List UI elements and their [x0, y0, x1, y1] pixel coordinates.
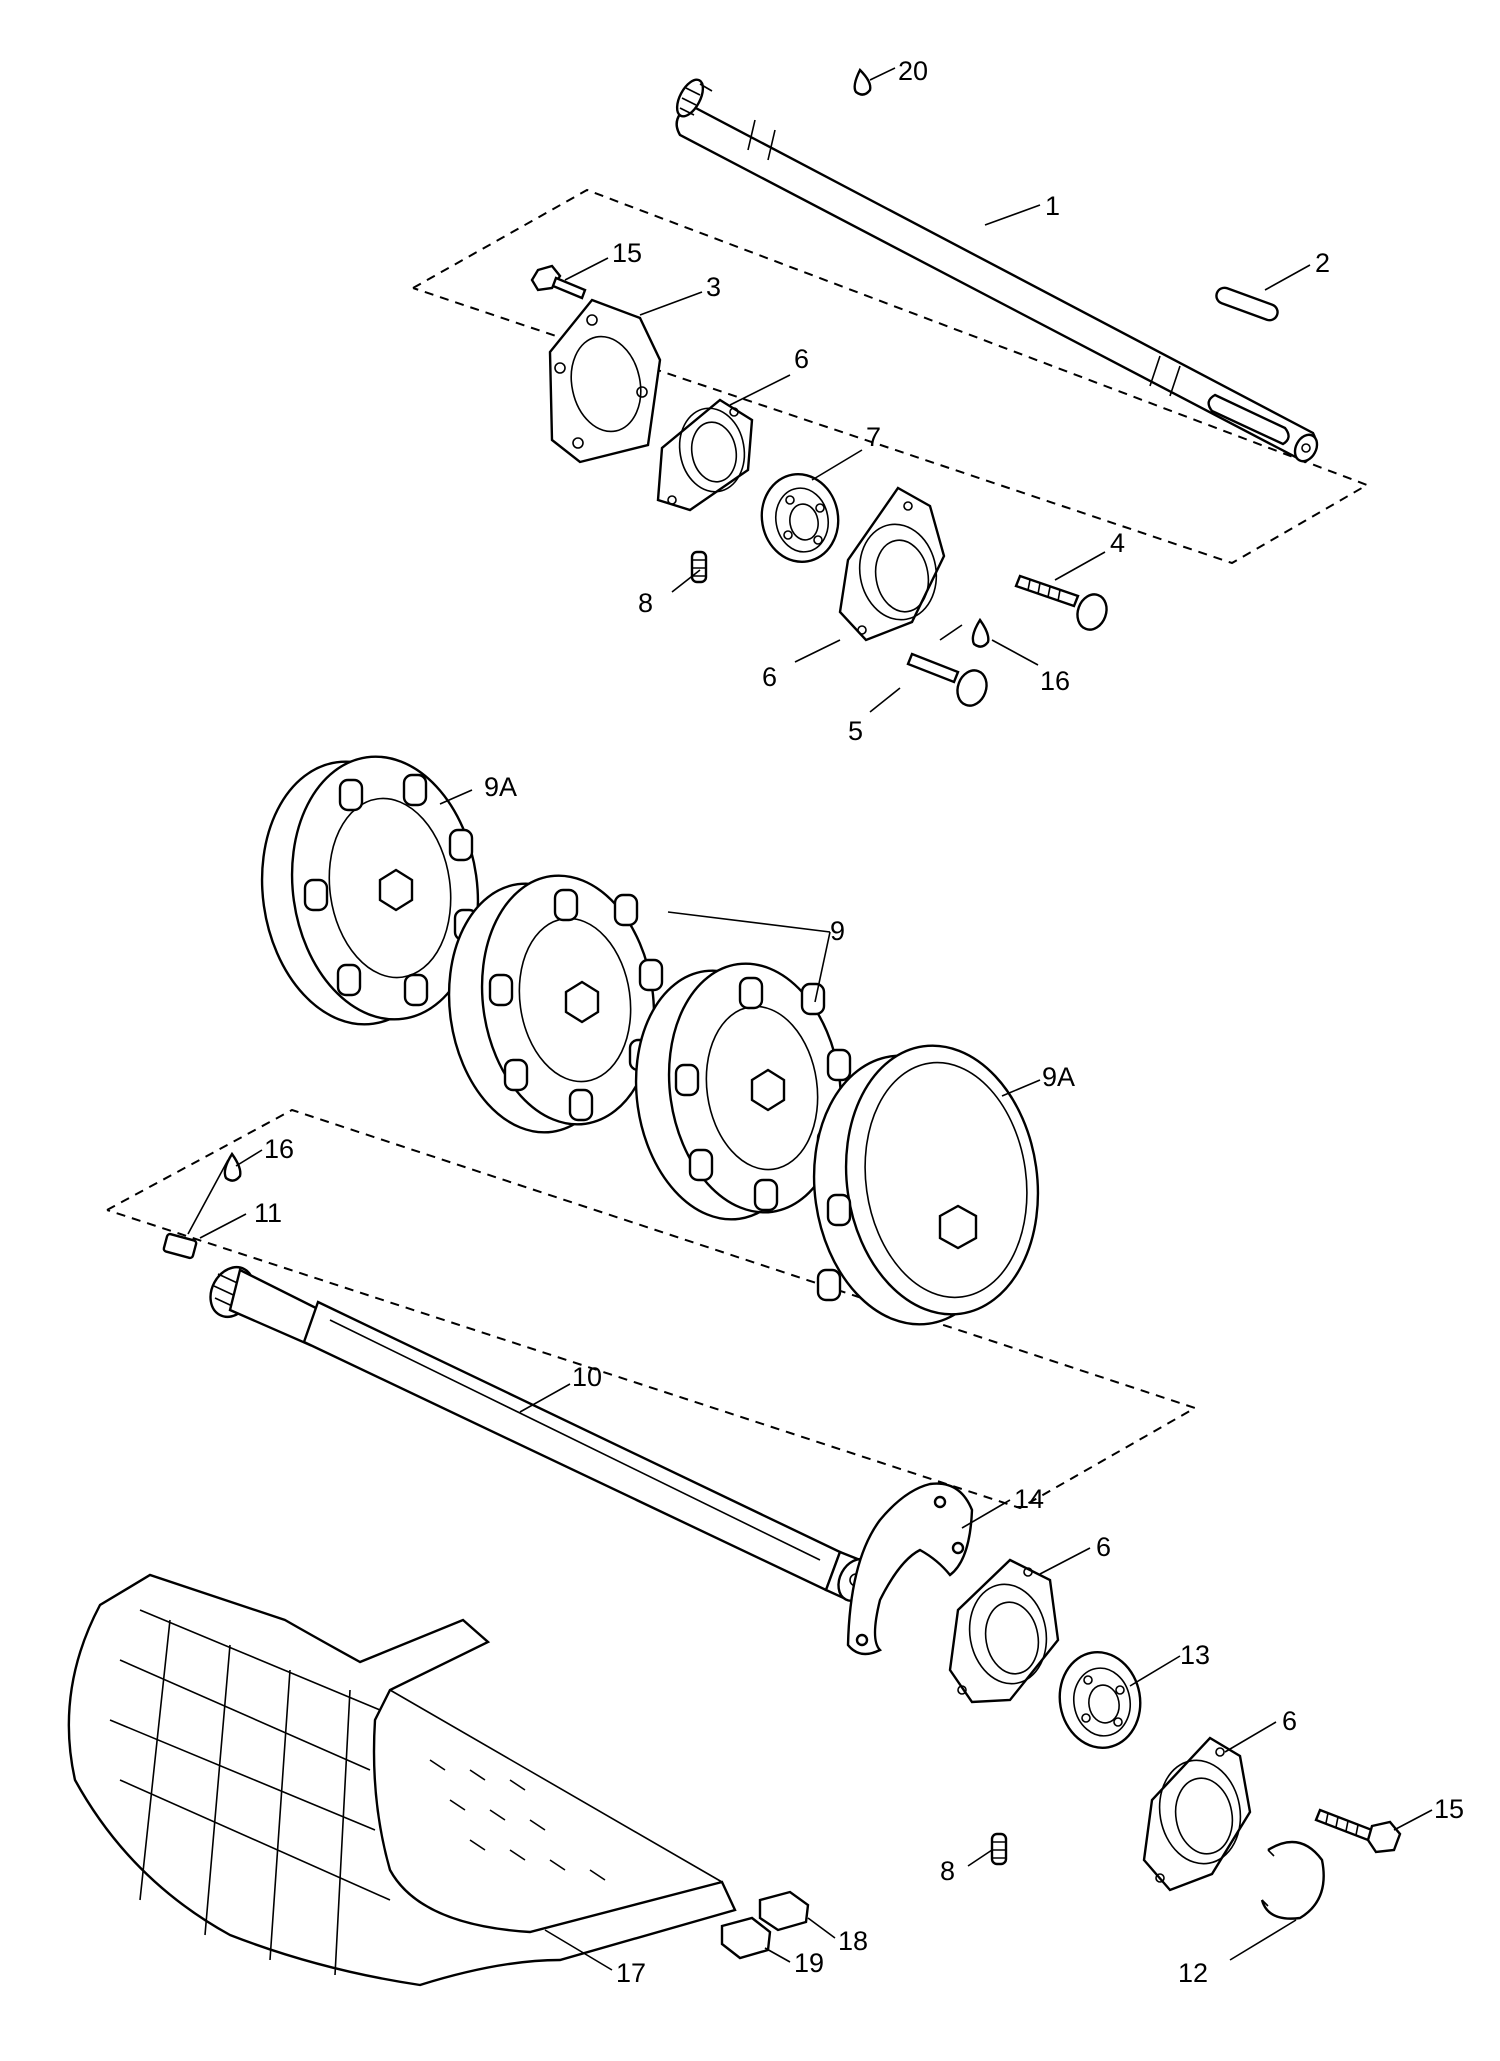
spring-pin-lower: [990, 1832, 1008, 1866]
ball-bearing-upper: [760, 472, 840, 564]
shaft-end-plug: [162, 1232, 198, 1260]
grease-drop-icon-lower: [223, 1151, 242, 1182]
callout-2: 2: [1315, 248, 1330, 278]
callout-19: 19: [794, 1948, 824, 1978]
track-clip-lower: [720, 1916, 772, 1960]
callout-11: 11: [254, 1198, 282, 1228]
grease-drop-icon-upper: [971, 617, 990, 648]
callout-14: 14: [1014, 1484, 1044, 1514]
callout-16-upper: 16: [1040, 666, 1070, 696]
leader-lines: [187, 67, 1433, 1971]
callout-6-lower-left: 6: [1096, 1532, 1111, 1562]
callout-20: 20: [898, 56, 928, 86]
callout-6-lower-right: 6: [1282, 1706, 1297, 1736]
callout-5: 5: [848, 716, 863, 746]
upper-assembly-group-frame: [412, 188, 1370, 565]
sprocket-outer-right: [812, 1044, 1040, 1326]
upper-drive-shaft: [675, 78, 1319, 464]
cap-screw-long: [1014, 574, 1108, 631]
bearing-mounting-plate: [548, 298, 662, 464]
sprocket-outer-left: [260, 755, 480, 1026]
callout-7: 7: [866, 422, 881, 452]
callout-8-upper: 8: [638, 588, 653, 618]
callout-9a-top: 9A: [484, 772, 517, 802]
lower-drive-shaft: [209, 1265, 875, 1603]
callout-10: 10: [572, 1362, 602, 1392]
callout-17: 17: [616, 1958, 646, 1988]
retaining-circlip: [1260, 1840, 1325, 1920]
bearing-flange-upper-right: [838, 486, 946, 642]
callout-18: 18: [838, 1926, 868, 1956]
ball-bearing-lower: [1058, 1651, 1142, 1749]
callout-3: 3: [706, 272, 721, 302]
grease-drop-icon: [853, 67, 872, 96]
sprocket-inner-right: [634, 962, 852, 1221]
bearing-flange-upper-left: [656, 398, 754, 512]
callout-9: 9: [830, 916, 845, 946]
bearing-flange-lower-left: [948, 1558, 1060, 1704]
sprocket-inner-left: [447, 874, 664, 1134]
callout-6-upper-left: 6: [794, 344, 809, 374]
callout-8-lower: 8: [940, 1856, 955, 1886]
bearing-retainer-plate: [846, 1482, 974, 1656]
callout-9a-right: 9A: [1042, 1062, 1075, 1092]
lower-assembly-group-frame: [106, 1108, 1198, 1510]
cap-screw-short: [906, 652, 988, 707]
callout-6-upper-right: 6: [762, 662, 777, 692]
callout-13: 13: [1180, 1640, 1210, 1670]
flange-bolt-lower: [1314, 1808, 1402, 1854]
callout-12: 12: [1178, 1958, 1208, 1988]
callout-15-upper: 15: [612, 238, 642, 268]
flange-bolt-upper: [530, 264, 587, 300]
bearing-flange-lower-right: [1142, 1736, 1252, 1892]
shaft-key: [1215, 286, 1279, 322]
callout-16-lower: 16: [264, 1134, 294, 1164]
callout-4: 4: [1110, 528, 1125, 558]
callout-labels: 20 1 2 15 3 6 7 4 8 6 16 5 9A 9 9A 16 11…: [254, 56, 1464, 1988]
track-clip-upper: [758, 1890, 810, 1932]
callout-1: 1: [1045, 191, 1060, 221]
callout-15-lower: 15: [1434, 1794, 1464, 1824]
spring-pin-upper: [690, 550, 708, 584]
drive-track: [67, 1573, 737, 1987]
